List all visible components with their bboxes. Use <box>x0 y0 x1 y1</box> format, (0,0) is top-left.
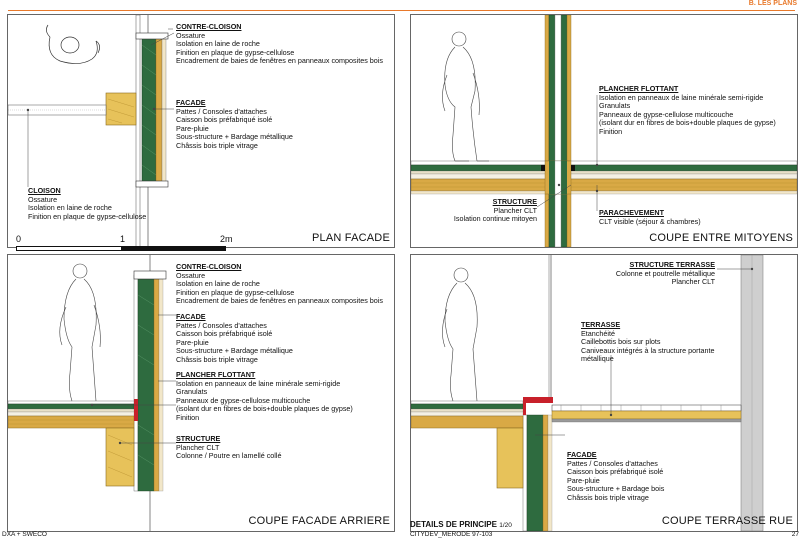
coupe-arriere-title: COUPE FACADE ARRIERE <box>248 515 390 527</box>
panel-plan-facade: CONTRE-CLOISON Ossature Isolation en lai… <box>7 14 395 248</box>
rue-terrasse-note: TERRASSE Etanchéité Caillebottis bois su… <box>581 320 715 364</box>
footer-project: CITYDEV_MERODE 97-103 <box>410 531 493 538</box>
coupe-mitoyens-title: COUPE ENTRE MITOYENS <box>649 232 793 244</box>
steel-joist <box>551 418 742 423</box>
arriere-red-frame <box>134 399 138 421</box>
arriere-insulation <box>137 278 155 492</box>
plan-facade-note: FACADE Pattes / Consoles d'attaches Cais… <box>176 98 293 150</box>
scale-1: 1 <box>120 234 126 244</box>
arriere-structure-note: STRUCTURE Plancher CLT Colonne / Poutre … <box>176 434 282 461</box>
footer-title: DETAILS DE PRINCIPE <box>410 520 497 529</box>
scale-2m: 2m <box>220 234 233 244</box>
glulam-beam <box>105 427 135 487</box>
plan-contre-cloison-note: CONTRE-CLOISON Ossature Isolation en lai… <box>176 22 383 66</box>
footer-center: DETAILS DE PRINCIPE 1/20 <box>410 520 512 529</box>
clt-slab <box>411 178 797 192</box>
arriere-contre-cloison-note: CONTRE-CLOISON Ossature Isolation en lai… <box>176 262 383 306</box>
mitoyen-insulation-right <box>560 15 568 247</box>
arriere-plancher-note: PLANCHER FLOTTANT Isolation en panneaux … <box>176 370 353 422</box>
arriere-person <box>59 263 101 402</box>
footer-page: 27 <box>791 531 799 538</box>
section-label: B. LES PLANS <box>748 0 797 7</box>
terrace-clt <box>551 410 742 420</box>
gypsum-layer <box>161 34 167 186</box>
plan-facade-drawing <box>8 15 175 247</box>
floor-insulation <box>411 164 797 172</box>
arriere-facade-note: FACADE Pattes / Consoles d'attaches Cais… <box>176 312 293 364</box>
arriere-window-frame <box>133 270 167 280</box>
footer-left: DXA + SWECO <box>2 531 47 538</box>
rue-red-frame <box>523 397 553 403</box>
rue-facade-note: FACADE Pattes / Consoles d'attaches Cais… <box>567 450 665 502</box>
coupe-rue-title: COUPE TERRASSE RUE <box>661 515 793 527</box>
footer-scale: 1/20 <box>499 522 512 529</box>
window-frame-top <box>135 32 169 40</box>
coupe-rue-drawing <box>411 255 764 531</box>
plan-cloison-note: CLOISON Ossature Isolation en laine de r… <box>28 186 147 221</box>
panel-coupe-rue: STRUCTURE TERRASSE Colonne et poutrelle … <box>410 254 798 532</box>
facade-cladding <box>135 15 141 247</box>
mitoyens-parachevement-note: PARACHEVEMENT CLT visible (séjour & cham… <box>599 208 701 226</box>
header-rule <box>8 10 795 11</box>
clt-layer <box>155 34 163 186</box>
arriere-clt-slab <box>8 415 135 429</box>
coupe-arriere-drawing <box>8 255 176 531</box>
scale-0: 0 <box>16 234 22 244</box>
coupe-mitoyens-drawing <box>411 15 797 247</box>
rue-insulation <box>526 414 544 531</box>
mitoyen-insulation-left <box>548 15 556 247</box>
scale-bar <box>122 246 226 251</box>
window-frame-bottom <box>135 180 169 188</box>
plan-facade-title: PLAN FACADE <box>311 232 390 244</box>
panel-coupe-arriere: CONTRE-CLOISON Ossature Isolation en lai… <box>7 254 395 532</box>
rue-person <box>442 267 478 402</box>
rue-glulam-beam <box>496 427 524 489</box>
terrace-deck <box>551 404 742 412</box>
person-top-view <box>46 24 100 64</box>
scale-bar-white <box>16 246 122 251</box>
rue-structure-terrasse-note: STRUCTURE TERRASSE Colonne et poutrelle … <box>615 260 715 287</box>
panel-coupe-mitoyens: PLANCHER FLOTTANT Isolation en panneaux … <box>410 14 798 248</box>
person-side-view <box>442 31 489 162</box>
mitoyens-plancher-note: PLANCHER FLOTTANT Isolation en panneaux … <box>599 84 776 136</box>
mitoyens-structure-note: STRUCTURE Plancher CLT Isolation continu… <box>453 197 537 224</box>
timber-column <box>105 92 137 126</box>
